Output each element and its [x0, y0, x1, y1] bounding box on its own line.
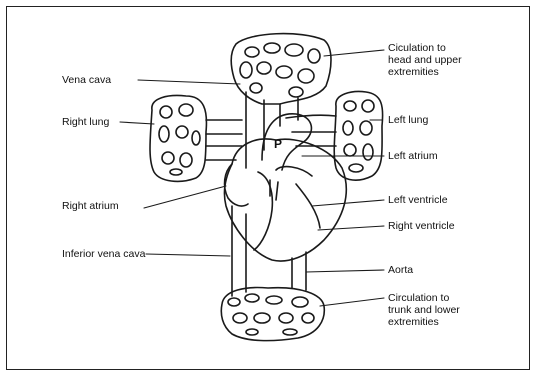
label-head-circulation-line2: head and upper	[388, 54, 538, 66]
label-trunk-circulation: Circulation to trunk and lower extremiti…	[388, 292, 538, 328]
leader-right-lung	[120, 122, 154, 124]
label-right-ventricle: Right ventricle	[388, 220, 455, 232]
leader-trunk-circulation	[320, 298, 384, 306]
label-head-circulation-line1: Ciculation to	[388, 42, 538, 54]
label-right-lung: Right lung	[62, 116, 109, 128]
right-atrium-shape	[225, 164, 248, 206]
label-left-lung: Left lung	[388, 114, 428, 126]
heart-shape	[224, 139, 346, 261]
lower-capillary-bed	[221, 288, 324, 341]
leader-aorta	[306, 270, 384, 272]
right-lung-shape	[150, 96, 206, 182]
label-aorta: Aorta	[388, 264, 413, 276]
label-left-ventricle: Left ventricle	[388, 194, 448, 206]
leader-right-ventricle	[318, 226, 384, 230]
leader-left-ventricle	[312, 200, 384, 206]
label-head-circulation-line3: extremities	[388, 66, 538, 78]
label-trunk-circulation-line3: extremities	[388, 316, 538, 328]
label-trunk-circulation-line1: Circulation to	[388, 292, 538, 304]
label-inferior-vena-cava: Inferior vena cava	[62, 248, 145, 260]
label-left-atrium: Left atrium	[388, 150, 438, 162]
leader-head-circulation	[324, 50, 384, 56]
inferior-vena-cava-shape	[232, 206, 246, 296]
leader-inferior-vena-cava	[146, 254, 230, 256]
leader-right-atrium	[144, 186, 226, 208]
label-right-atrium: Right atrium	[62, 200, 119, 212]
pulmonary-marker: P	[274, 137, 282, 151]
label-vena-cava: Vena cava	[62, 74, 111, 86]
label-head-circulation: Ciculation to head and upper extremities	[388, 42, 538, 78]
leader-vena-cava	[138, 80, 240, 84]
label-trunk-circulation-line2: trunk and lower	[388, 304, 538, 316]
